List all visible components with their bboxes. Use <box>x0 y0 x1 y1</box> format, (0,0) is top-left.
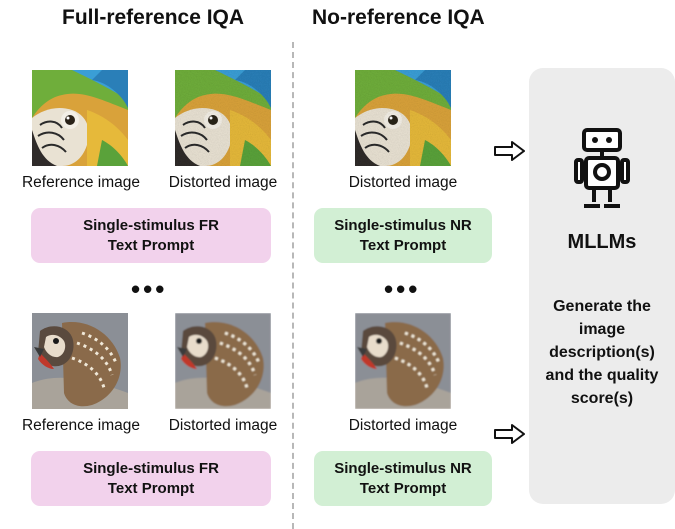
reference-image-parrot <box>32 70 128 166</box>
robot-icon <box>572 126 632 217</box>
mllm-description: Generate the image description(s) and th… <box>545 298 659 407</box>
reference-image-falcon <box>32 313 128 409</box>
nr-prompt-line1: Single-stimulus NR <box>334 216 472 234</box>
distorted-caption-bottom-fr: Distorted image <box>168 417 278 434</box>
distorted-caption-bottom-nr: Distorted image <box>348 417 458 434</box>
nr-prompt-line2: Text Prompt <box>359 236 447 254</box>
section-divider <box>292 42 294 529</box>
no-reference-heading: No-reference IQA <box>312 6 485 29</box>
fr-prompt-line2: Text Prompt <box>107 479 195 497</box>
nr-text-prompt-bottom: Single-stimulus NR Text Prompt <box>314 451 492 506</box>
distorted-image-parrot <box>175 70 271 166</box>
ellipsis-fr: ••• <box>131 274 168 304</box>
full-reference-heading: Full-reference IQA <box>62 6 245 29</box>
fr-prompt-line1: Single-stimulus FR <box>83 459 219 477</box>
nr-prompt-line1: Single-stimulus NR <box>334 459 472 477</box>
arrow-right-icon-top <box>494 141 526 166</box>
mllm-title: MLLMs <box>567 231 637 253</box>
distorted-image-parrot-nr <box>355 70 451 166</box>
arrow-right-icon-bottom <box>494 424 526 449</box>
fr-text-prompt-top: Single-stimulus FR Text Prompt <box>31 208 271 263</box>
reference-caption-bottom: Reference image <box>21 417 141 434</box>
distorted-image-falcon-nr <box>355 313 451 409</box>
nr-text-prompt-top: Single-stimulus NR Text Prompt <box>314 208 492 263</box>
reference-caption-top: Reference image <box>21 174 141 191</box>
distorted-caption-top-fr: Distorted image <box>168 174 278 191</box>
distorted-caption-top-nr: Distorted image <box>348 174 458 191</box>
fr-prompt-line1: Single-stimulus FR <box>83 216 219 234</box>
fr-prompt-line2: Text Prompt <box>107 236 195 254</box>
fr-text-prompt-bottom: Single-stimulus FR Text Prompt <box>31 451 271 506</box>
ellipsis-nr: ••• <box>384 274 421 304</box>
nr-prompt-line2: Text Prompt <box>359 479 447 497</box>
distorted-image-falcon <box>175 313 271 409</box>
